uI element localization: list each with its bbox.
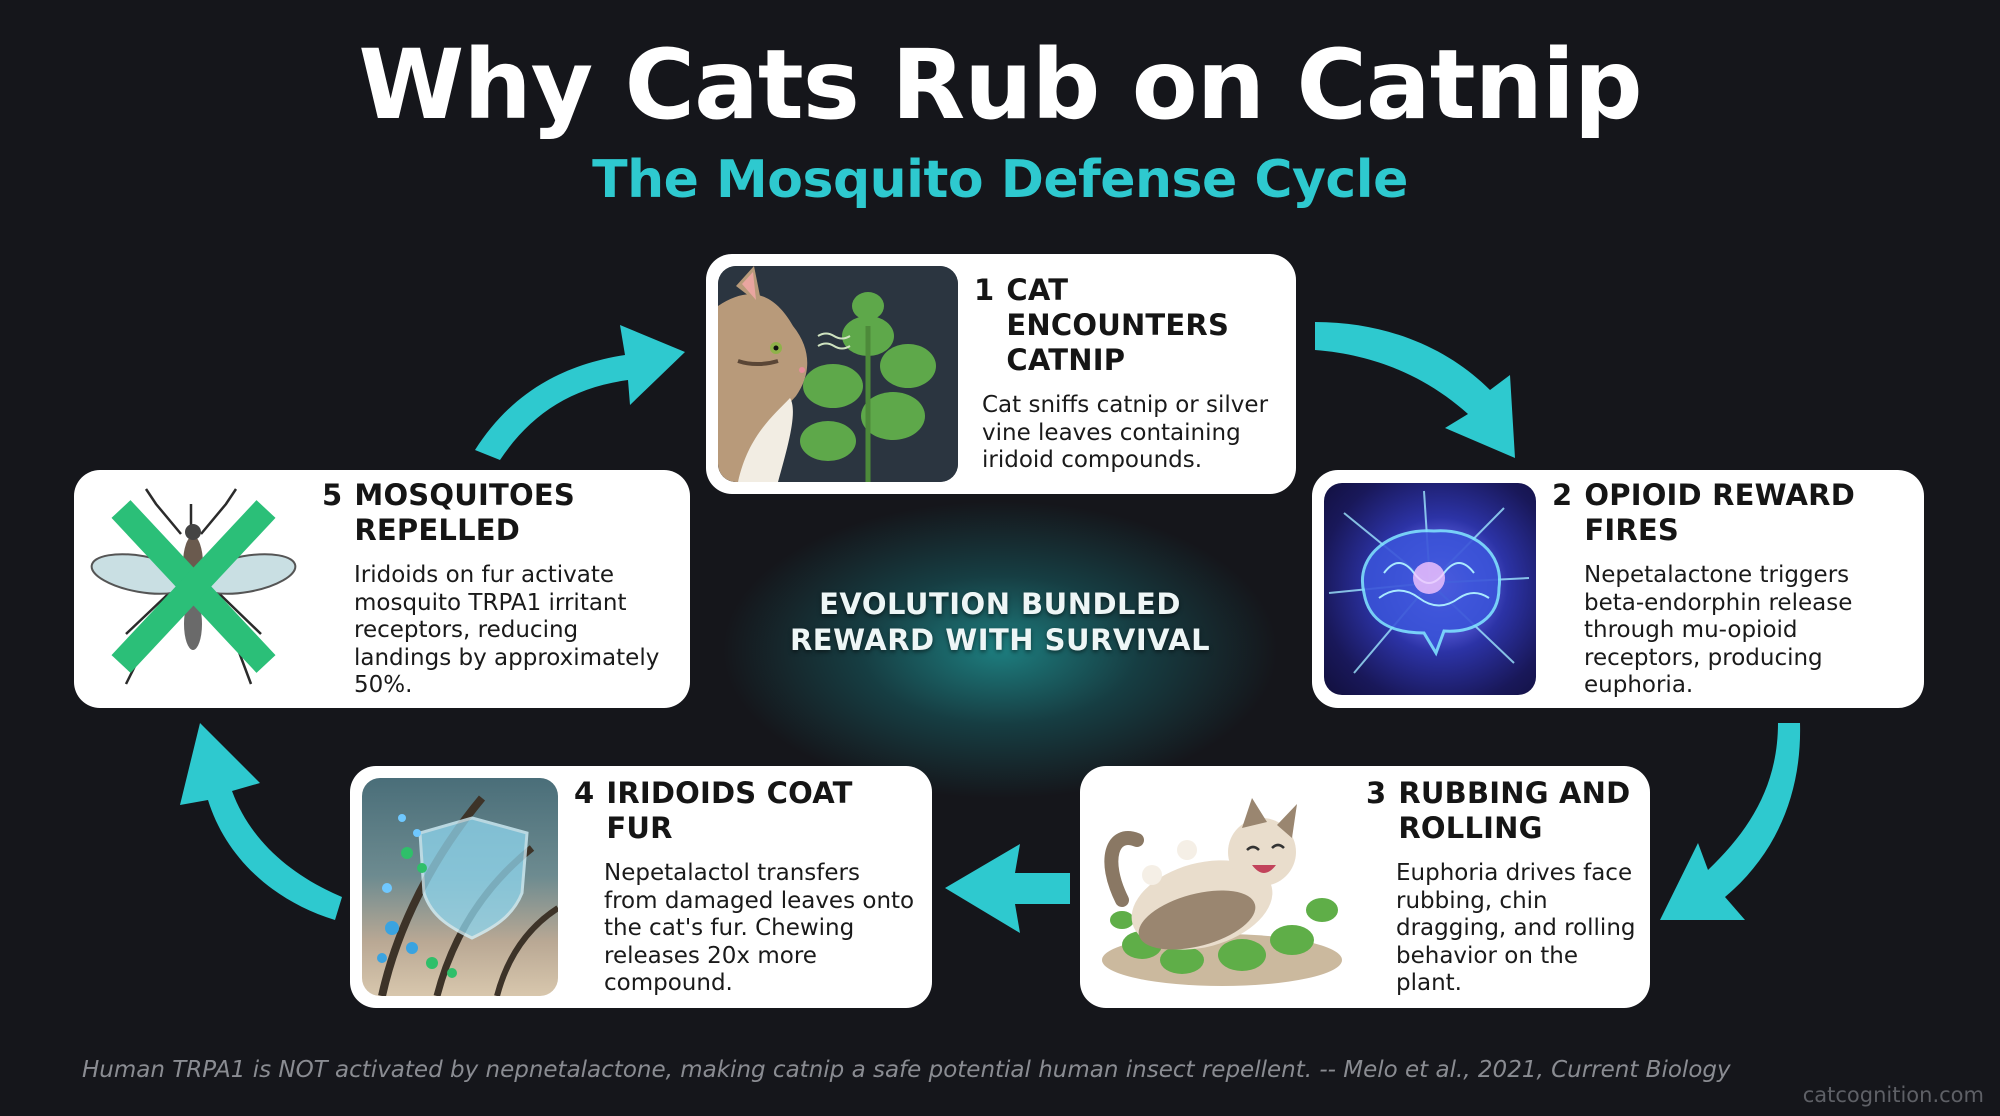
step-card-5: 5 MOSQUITOES REPELLED Iridoids on fur ac…: [74, 470, 690, 708]
step-card-4-body: 4 IRIDOIDS COAT FUR Nepetalactol transfe…: [558, 776, 920, 998]
step-card-5-heading: 5 MOSQUITOES REPELLED: [322, 478, 678, 548]
step-title: RUBBING AND ROLLING: [1398, 776, 1631, 846]
page-subtitle: The Mosquito Defense Cycle: [592, 150, 1408, 210]
step-number: 4: [574, 776, 595, 811]
step-card-5-body: 5 MOSQUITOES REPELLED Iridoids on fur ac…: [306, 478, 678, 700]
cat-sniffing-catnip-illustration: [718, 266, 958, 482]
watermark: catcognition.com: [1802, 1083, 1984, 1107]
citation-note: Human TRPA1 is NOT activated by nepnetal…: [82, 1057, 1731, 1083]
step-card-4-heading: 4 IRIDOIDS COAT FUR: [574, 776, 920, 846]
arrow-3-to-4-icon: [945, 844, 1070, 933]
step-description: Nepetalactone triggers beta-endorphin re…: [1584, 562, 1853, 699]
step-card-2: 2 OPIOID REWARD FIRES Nepetalactone trig…: [1312, 470, 1924, 708]
step-card-2-heading: 2 OPIOID REWARD FIRES: [1552, 478, 1912, 548]
fur-shield-molecules-illustration: [362, 778, 558, 996]
step-title: OPIOID REWARD FIRES: [1584, 478, 1855, 548]
arrow-5-to-1-icon: [475, 325, 685, 460]
step-description: Euphoria drives face rubbing, chin dragg…: [1396, 860, 1636, 997]
step-description: Cat sniffs catnip or silver vine leaves …: [982, 392, 1269, 474]
step-card-1: 1 CAT ENCOUNTERS CATNIP Cat sniffs catni…: [706, 254, 1296, 494]
step-description: Nepetalactol transfers from damaged leav…: [604, 860, 915, 997]
center-glow: [720, 500, 1280, 800]
step-card-3-heading: 3 RUBBING AND ROLLING: [1366, 776, 1638, 846]
center-message-line-2: REWARD WITH SURVIVAL: [789, 623, 1211, 657]
step-card-1-heading: 1 CAT ENCOUNTERS CATNIP: [974, 273, 1284, 378]
arrow-1-to-2-icon: [1315, 322, 1515, 458]
mosquito-crossed-out-illustration: [86, 484, 306, 694]
cat-rolling-in-catnip-illustration: [1092, 780, 1350, 994]
step-title: MOSQUITOES REPELLED: [354, 478, 575, 548]
arrow-2-to-3-icon: [1660, 723, 1801, 920]
page-title: Why Cats Rub on Catnip: [358, 29, 1642, 141]
step-number: 3: [1366, 776, 1387, 811]
step-number: 2: [1552, 478, 1573, 513]
step-title: IRIDOIDS COAT FUR: [606, 776, 853, 846]
step-card-1-body: 1 CAT ENCOUNTERS CATNIP Cat sniffs catni…: [958, 273, 1284, 475]
step-card-3: 3 RUBBING AND ROLLING Euphoria drives fa…: [1080, 766, 1650, 1008]
step-card-2-body: 2 OPIOID REWARD FIRES Nepetalactone trig…: [1536, 478, 1912, 700]
step-title: CAT ENCOUNTERS CATNIP: [1006, 273, 1230, 378]
arrow-4-to-5-icon: [180, 723, 342, 920]
step-number: 5: [322, 478, 343, 513]
step-description: Iridoids on fur activate mosquito TRPA1 …: [354, 562, 660, 699]
glowing-brain-illustration: [1324, 483, 1536, 695]
step-card-3-body: 3 RUBBING AND ROLLING Euphoria drives fa…: [1350, 776, 1638, 998]
step-card-4: 4 IRIDOIDS COAT FUR Nepetalactol transfe…: [350, 766, 932, 1008]
step-number: 1: [974, 273, 995, 308]
center-message-line-1: EVOLUTION BUNDLED: [819, 587, 1181, 621]
center-message: EVOLUTION BUNDLED REWARD WITH SURVIVAL: [700, 586, 1300, 658]
